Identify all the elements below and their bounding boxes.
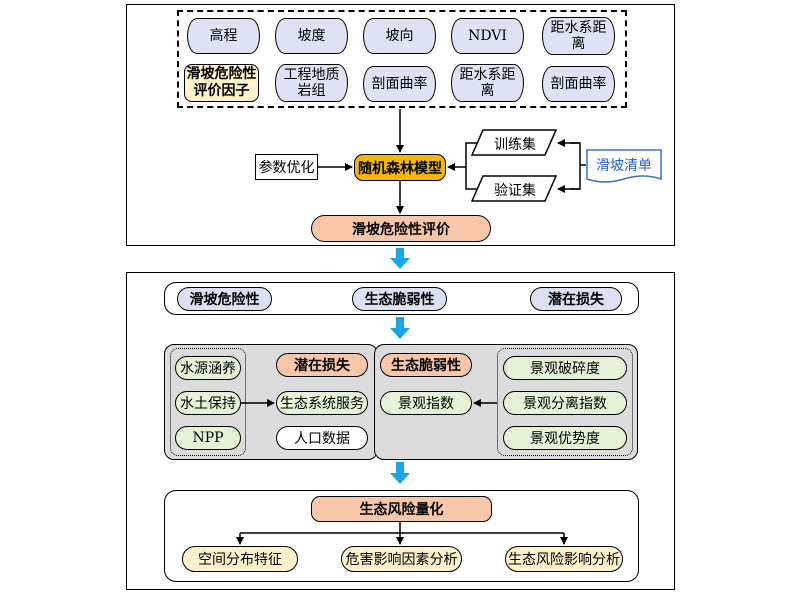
factor-elevation: 高程 xyxy=(187,18,260,54)
landscape-index: 景观指数 xyxy=(380,391,472,415)
bracket-inventory-to-sets xyxy=(570,142,581,190)
factor-profile-curvature-2: 剖面曲率 xyxy=(542,66,615,102)
training-set-label: 训练集 xyxy=(494,137,536,153)
indicator-landslide-hazard: 滑坡危险性 xyxy=(177,287,272,311)
factor-ndvi: NDVI xyxy=(451,18,524,54)
blue-arrow-3 xyxy=(390,462,410,484)
spatial-distribution: 空间分布特征 xyxy=(182,546,298,572)
factor-engineering-geology: 工程地质岩组 xyxy=(275,64,348,102)
eco-risk-quantification: 生态风险量化 xyxy=(311,496,492,522)
landscape-separation-index: 景观分离指数 xyxy=(503,391,627,415)
ecosystem-service: 生态系统服务 xyxy=(276,391,368,415)
landslide-inventory-shape xyxy=(586,149,662,183)
potential-loss-header: 潜在损失 xyxy=(276,353,368,377)
hazard-factor-analysis: 危害影响因素分析 xyxy=(341,546,462,572)
blue-arrow-2 xyxy=(390,317,410,339)
blue-arrow-1 xyxy=(390,248,410,269)
factor-slope: 坡度 xyxy=(275,18,348,54)
water-conservation: 水源涵养 xyxy=(175,356,241,380)
soil-conservation: 水土保持 xyxy=(175,391,241,415)
factor-distance-to-river-2: 距水系距离 xyxy=(451,64,524,102)
left-dotted-group xyxy=(170,348,246,456)
npp: NPP xyxy=(175,426,241,450)
training-set-shape xyxy=(470,129,558,156)
validation-set-shape xyxy=(470,175,558,202)
eco-risk-impact-analysis: 生态风险影响分析 xyxy=(505,546,623,572)
factor-distance-to-river: 距水系距离 xyxy=(542,17,615,55)
factor-aspect: 坡向 xyxy=(363,18,436,54)
indicator-potential-loss: 潜在损失 xyxy=(530,287,622,311)
random-forest-model: 随机森林模型 xyxy=(354,154,446,181)
factor-profile-curvature: 剖面曲率 xyxy=(363,66,436,102)
indicator-eco-vulnerability: 生态脆弱性 xyxy=(352,287,447,311)
factor-group xyxy=(177,10,627,108)
bracket-sets-to-model xyxy=(465,142,478,190)
validation-set-label: 验证集 xyxy=(494,183,536,199)
factor-group-title: 滑坡危险性评价因子 xyxy=(184,64,259,102)
parameter-optimization-box: 参数优化 xyxy=(255,154,318,180)
landslide-inventory-label: 滑坡清单 xyxy=(596,158,652,174)
eco-vulnerability-header: 生态脆弱性 xyxy=(380,353,472,377)
right-dotted-group xyxy=(497,348,633,456)
landscape-fragmentation: 景观破碎度 xyxy=(503,356,627,380)
landscape-dominance: 景观优势度 xyxy=(503,426,627,450)
landslide-hazard-evaluation: 滑坡危险性评价 xyxy=(311,215,491,242)
population-data: 人口数据 xyxy=(276,426,368,450)
